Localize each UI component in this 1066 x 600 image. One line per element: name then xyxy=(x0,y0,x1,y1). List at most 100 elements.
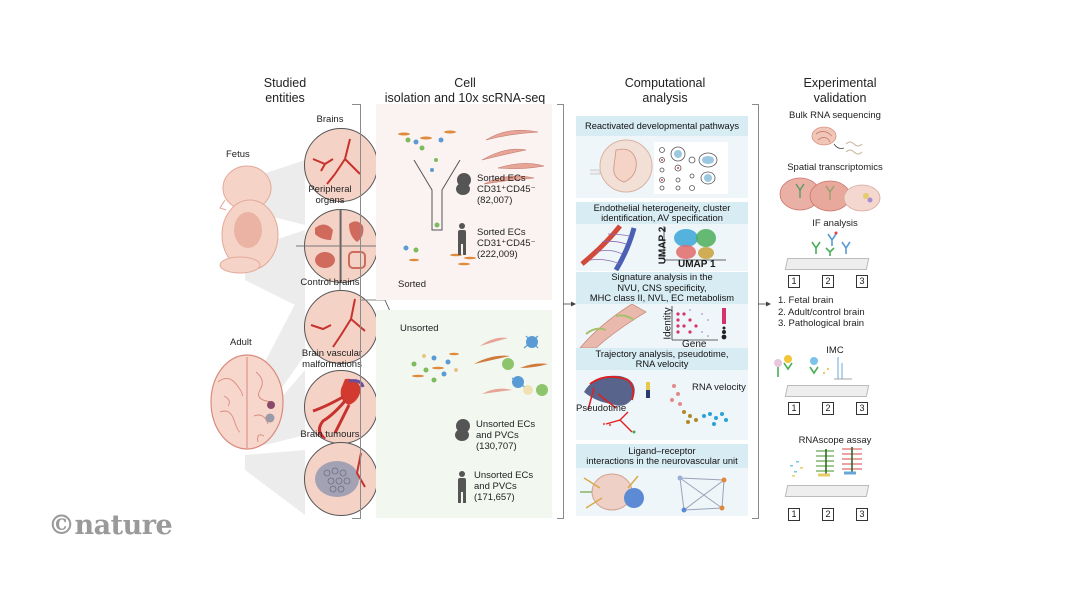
umap-plot xyxy=(663,226,726,261)
section-header-endothelial-heterogeneity: Endothelial heterogeneity, cluster ident… xyxy=(576,202,748,224)
rnascope-illustration xyxy=(790,447,862,477)
label-line: organs xyxy=(315,195,345,206)
rnascope-label: RNAscope assay xyxy=(798,435,872,446)
spatial-transcriptomics-illustration xyxy=(779,177,881,212)
sample-legend: 1. Fetal brain 2. Adult/control brain 3.… xyxy=(778,295,865,330)
nvu-illustration xyxy=(579,303,647,349)
nature-logo: ©nature xyxy=(48,510,173,541)
legend-item: 3. Pathological brain xyxy=(778,318,865,329)
arrow-to-validation xyxy=(758,301,771,307)
tissue-slide xyxy=(784,385,870,397)
umap-y-label: UMAP 2 xyxy=(657,226,669,265)
section-title-line: NVU, CNS specificity, xyxy=(617,282,707,293)
title-line: Computational xyxy=(624,76,706,90)
column-title-computational: Computational analysis xyxy=(590,76,740,106)
sorted-panel xyxy=(376,104,552,300)
circle-label-brains: Brains xyxy=(316,114,344,125)
legend-item: 1. Fetal brain xyxy=(778,295,834,306)
sample-numbers-if: 1 2 3 xyxy=(788,275,868,288)
dotplot-y-label: Identity xyxy=(662,307,674,340)
section-title-line: interactions in the neurovascular unit xyxy=(586,456,738,466)
section-title-line: Endothelial heterogeneity, cluster xyxy=(593,202,731,213)
description-line: Unsorted ECs xyxy=(474,470,534,481)
sample-number: 2 xyxy=(822,275,834,288)
adult-label: Adult xyxy=(230,337,252,348)
section-header-ligand-receptor: Ligand–receptor interactions in the neur… xyxy=(576,444,748,468)
section-body-trajectory-analysis xyxy=(576,370,748,440)
section-body-ligand-receptor xyxy=(576,468,748,516)
bracket-computational xyxy=(752,104,759,519)
description-line: CD31⁺CD45⁻ xyxy=(477,238,536,249)
av-vessel-illustration xyxy=(580,224,637,272)
section-body-endothelial-heterogeneity xyxy=(576,224,748,272)
section-body-signature-analysis xyxy=(576,303,748,349)
column-title-cell-isolation: Cell isolation and 10x scRNA-seq xyxy=(375,76,555,106)
umap-x-label: UMAP 1 xyxy=(678,259,716,270)
sample-number: 1 xyxy=(788,275,800,288)
sample-number: 3 xyxy=(856,508,868,521)
title-line: Cell xyxy=(454,76,476,90)
antibody-illustration xyxy=(811,231,851,256)
sorted-cells xyxy=(403,245,476,266)
bracket-entities xyxy=(352,104,361,519)
title-line: entities xyxy=(265,91,305,105)
circle-label-brain-tumours: Brain tumours xyxy=(300,429,360,440)
bulk-rna-label: Bulk RNA sequencing xyxy=(789,110,881,121)
sample-number: 1 xyxy=(788,402,800,415)
description-line: CD31⁺CD45⁻ xyxy=(477,184,536,195)
circle-label-vascular-malformations: Brain vascular malformations xyxy=(292,348,372,370)
sample-number: 2 xyxy=(822,402,834,415)
pseudotime-label: Pseudotime xyxy=(576,403,627,414)
imc-label: IMC xyxy=(826,345,844,356)
section-title-line: MHC class II, NVL, EC metabolism xyxy=(589,293,735,304)
column-title-studied-entities: Studied entities xyxy=(225,76,345,106)
cell-count: (222,009) xyxy=(477,249,518,260)
imc-illustration xyxy=(774,355,852,380)
cell-count: (171,657) xyxy=(474,492,515,503)
description-line: Sorted ECs xyxy=(477,173,526,184)
section-header-signature-analysis: Signature analysis in the NVU, CNS speci… xyxy=(576,272,748,304)
adult-human-icon xyxy=(458,471,466,503)
bulk-rna-illustration xyxy=(811,126,863,155)
cell-count: (130,707) xyxy=(476,441,517,452)
unsorted-label: Unsorted xyxy=(400,323,439,334)
endothelial-cells xyxy=(481,130,545,185)
section-title-line: Trajectory analysis, pseudotime, xyxy=(595,348,729,359)
spatial-transcriptomics-label: Spatial transcriptomics xyxy=(787,162,883,173)
legend-item: 2. Adult/control brain xyxy=(778,306,865,318)
ligand-receptor-illustration xyxy=(580,473,727,513)
section-header-trajectory-analysis: Trajectory analysis, pseudotime, RNA vel… xyxy=(576,348,748,370)
unsorted-cells-small xyxy=(411,352,459,383)
fetal-icon xyxy=(455,419,470,441)
description-line: and PVCs xyxy=(474,481,517,492)
adult-human-icon xyxy=(458,223,466,255)
label-line: Brain vascular xyxy=(301,348,363,359)
label-line: Peripheral xyxy=(308,184,352,195)
vessel-icon xyxy=(312,138,361,185)
arrow-to-computational xyxy=(563,301,576,307)
trajectory-illustration xyxy=(584,375,728,434)
description-line: and PVCs xyxy=(476,430,519,441)
sample-number: 3 xyxy=(856,275,868,288)
section-title-line: RNA velocity xyxy=(635,359,689,369)
sample-number: 1 xyxy=(788,508,800,521)
title-line: Studied xyxy=(263,76,307,90)
sorted-fetal-description: Sorted ECs CD31⁺CD45⁻ (82,007) xyxy=(477,173,536,206)
title-line: analysis xyxy=(642,91,688,105)
section-body-developmental-pathways xyxy=(576,136,748,198)
column-title-validation: Experimental validation xyxy=(775,76,905,106)
title-line: Experimental xyxy=(803,76,877,90)
dotplot xyxy=(671,306,727,341)
sample-numbers-imc: 1 2 3 xyxy=(788,402,868,415)
sorted-label: Sorted xyxy=(398,279,426,290)
control-brains-circle xyxy=(304,290,378,364)
vessel-icon xyxy=(310,298,366,348)
circle-label-control-brains: Control brains xyxy=(300,277,360,288)
fetus-label: Fetus xyxy=(226,149,250,160)
section-title-line: Signature analysis in the xyxy=(611,272,713,283)
section-title-line: Ligand–receptor xyxy=(628,445,696,456)
unsorted-fetal-description: Unsorted ECs and PVCs (130,707) xyxy=(476,419,535,452)
cell-count: (82,007) xyxy=(477,195,513,206)
fetal-icon xyxy=(456,173,471,195)
fetus-illustration xyxy=(219,165,279,274)
